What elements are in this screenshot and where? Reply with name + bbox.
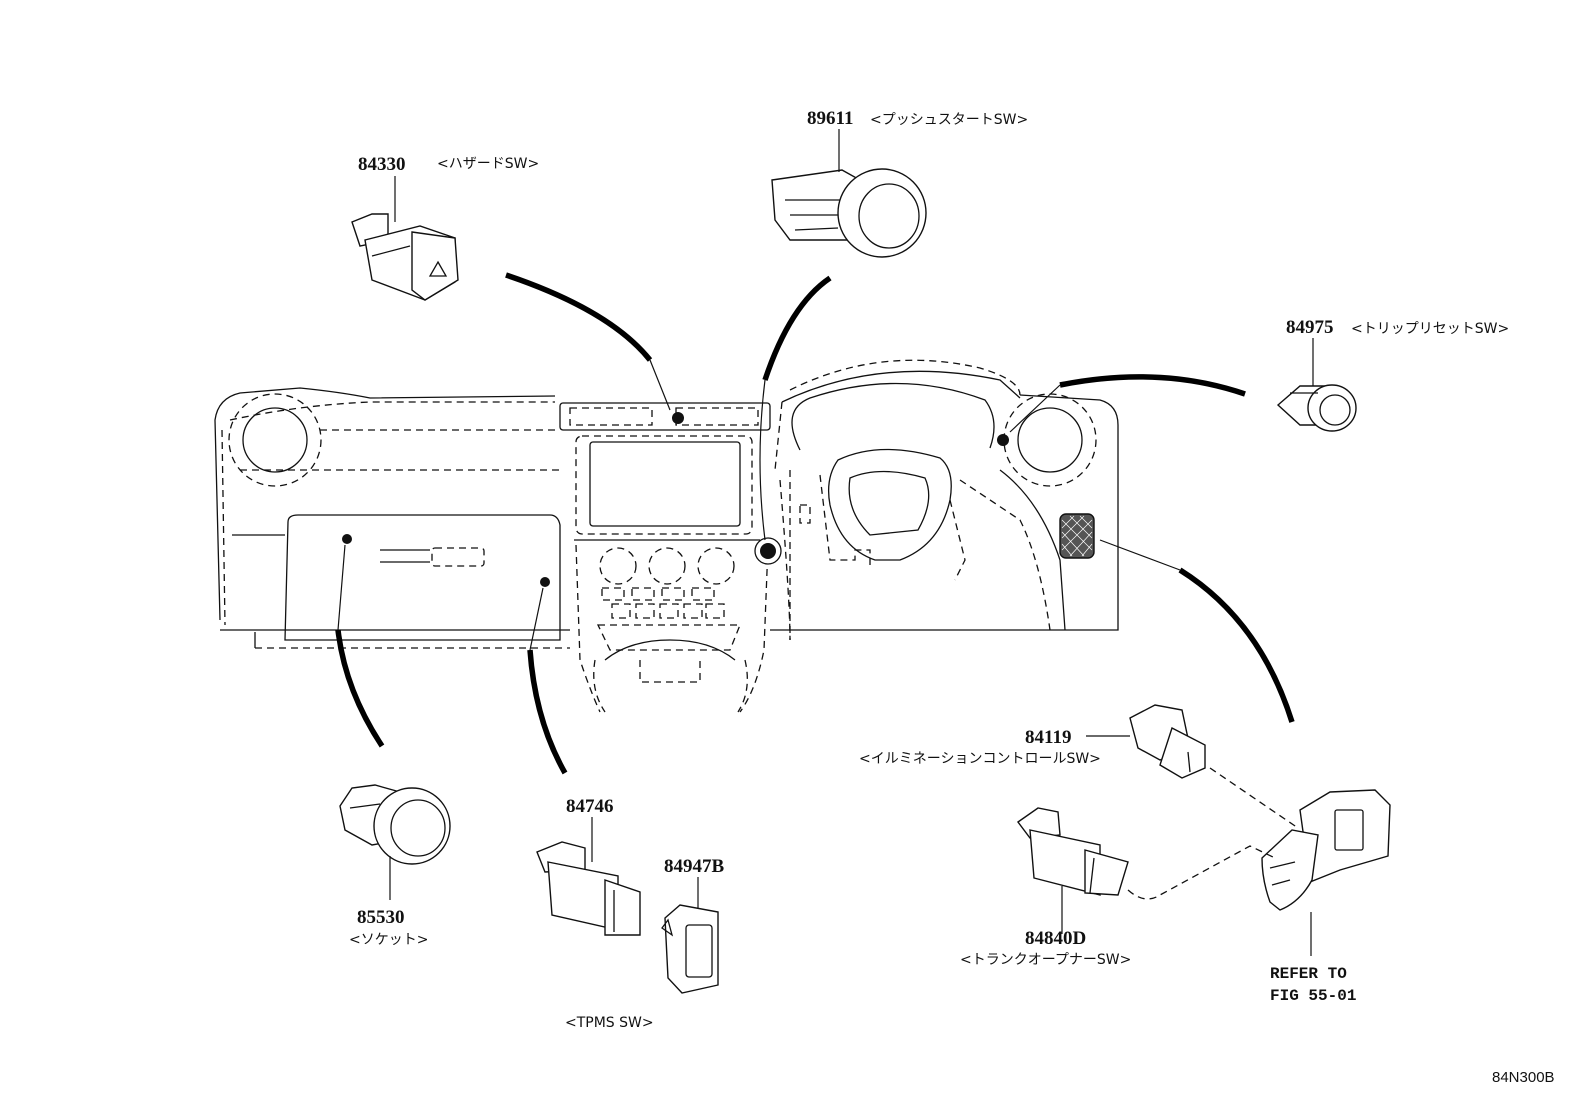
part-name-socket: <ソケット>	[349, 932, 428, 948]
part-name-illumination-control-switch: <イルミネーションコントロールSW>	[859, 751, 1101, 767]
trip-reset-switch-part	[1276, 384, 1357, 432]
part-name-trip-reset-switch: <トリップリセットSW>	[1351, 321, 1509, 337]
part-number-84840D: 84840D	[1025, 928, 1086, 949]
tpms-switch-part	[661, 904, 719, 994]
push-start-location-dot	[672, 412, 684, 424]
switch-84746-part	[536, 841, 641, 936]
refer-to-line1: REFER TO	[1270, 965, 1347, 983]
push-start-switch-part	[771, 168, 927, 258]
part-number-84119: 84119	[1025, 727, 1071, 748]
refer-to-line2: FIG 55-01	[1270, 987, 1356, 1005]
diagram-code: 84N300B	[1492, 1069, 1555, 1086]
part-number-84330: 84330	[358, 154, 406, 175]
socket-part	[339, 784, 451, 865]
part-name-hazard-switch: <ハザードSW>	[437, 156, 539, 172]
socket-location-dot	[342, 534, 352, 544]
tpms-location-dot	[540, 577, 550, 587]
part-name-trunk-opener-switch: <トランクオープナーSW>	[960, 952, 1131, 968]
part-number-84947B: 84947B	[664, 856, 725, 877]
trip-reset-location-dot	[997, 434, 1009, 446]
part-name-push-start-switch: <プッシュスタートSW>	[870, 112, 1028, 128]
trunk-opener-switch-part	[1017, 807, 1129, 896]
part-number-84746: 84746	[566, 796, 614, 817]
switch-housing-panel	[1261, 789, 1391, 911]
part-name-tpms-switch: <TPMS SW>	[565, 1015, 654, 1031]
hazard-switch-part	[351, 213, 459, 301]
part-number-84975: 84975	[1286, 317, 1334, 338]
part-number-85530: 85530	[357, 907, 405, 928]
hazard-location-dot	[760, 543, 776, 559]
leader-lines	[335, 272, 1295, 775]
illumination-control-switch-part	[1129, 704, 1206, 779]
part-number-89611: 89611	[807, 108, 853, 129]
dashboard-illustration	[214, 359, 1119, 713]
